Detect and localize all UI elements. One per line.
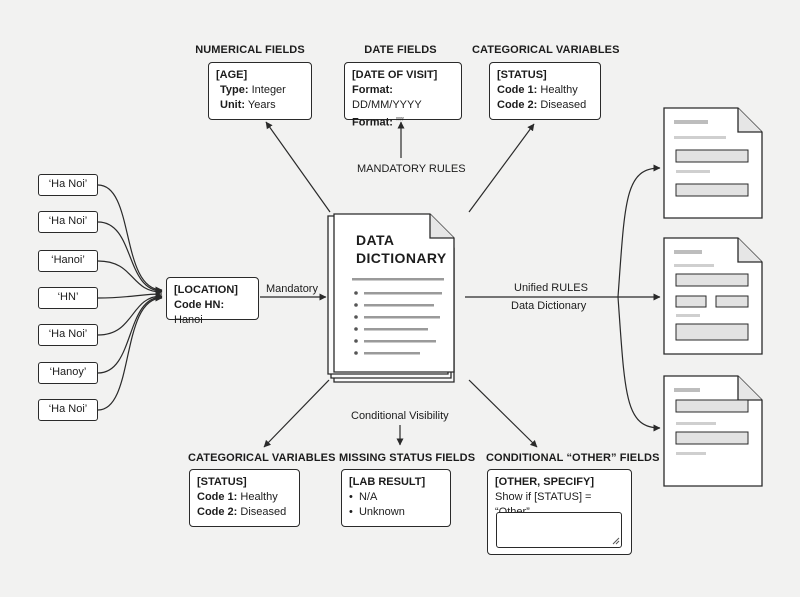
card-key: Format:: [352, 84, 393, 96]
status-card-bottom: [STATUS] Code 1: Healthy Code 2: Disease…: [189, 469, 300, 527]
resize-handle-icon: [612, 537, 620, 545]
input-value: ‘Ha Noi’: [38, 324, 98, 346]
categorical-variables-heading-bottom: CATEGORICAL VARIABLES: [188, 452, 336, 464]
input-value: ‘Ha Noi’: [38, 211, 98, 233]
input-connector: [97, 292, 163, 336]
card-key: Unit:: [220, 99, 246, 111]
card-value: Healthy: [540, 84, 578, 96]
card-value: Hanoi: [174, 314, 203, 326]
card-title: [DATE OF VISIT]: [352, 69, 438, 81]
card-value: Healthy: [240, 491, 278, 503]
conditional-visibility-label: Conditional Visibility: [351, 410, 449, 422]
arrow-to-other: [468, 379, 538, 448]
input-connector: [97, 221, 163, 295]
input-connector: [97, 294, 163, 411]
output-connector: [617, 296, 661, 432]
numerical-fields-heading: NUMERICAL FIELDS: [195, 44, 305, 56]
conditional-other-heading: CONDITIONAL “OTHER” FIELDS: [486, 452, 660, 464]
card-value: Diseased: [240, 506, 287, 518]
card-key: Code 1:: [197, 491, 238, 503]
missing-status-heading: MISSING STATUS FIELDS: [339, 452, 476, 464]
unified-rules-label: Unified RULES: [514, 282, 588, 294]
output-form-document: [663, 107, 763, 219]
mandatory-label: Mandatory: [266, 283, 318, 295]
bullet-item: Unknown: [358, 506, 405, 518]
card-key: Format:: [352, 116, 393, 129]
data-dictionary-title: DATA DICTIONARY: [356, 231, 447, 267]
data-dictionary-document: [327, 213, 455, 383]
arrow-to-categorical-top: [468, 123, 535, 213]
data-dictionary-label: Data Dictionary: [511, 300, 587, 312]
output-form-document: [663, 237, 763, 355]
mandatory-rules-label: MANDATORY RULES: [357, 163, 466, 175]
card-value: ᵞᵞᵞᵞ: [396, 117, 404, 123]
card-key: Code 2:: [497, 99, 538, 111]
document-lines: [352, 278, 444, 355]
card-key: Code 2:: [197, 506, 238, 518]
input-value: ‘HN’: [38, 287, 98, 309]
bullet-item: N/A: [358, 491, 378, 503]
card-value: DD/MM/YYYY: [352, 99, 422, 111]
age-card: [AGE] Type: Integer Unit: Years: [208, 62, 312, 120]
input-connector: [97, 293, 163, 374]
doc-title-line: DATA: [356, 232, 395, 248]
arrow-to-numerical: [265, 121, 331, 213]
input-connector: [97, 184, 163, 294]
card-value: Years: [247, 99, 276, 111]
card-title: [STATUS]: [497, 69, 547, 81]
input-value: ‘Ha Noi’: [38, 174, 98, 196]
card-key: Code HN:: [174, 299, 225, 311]
arrow-to-categorical-bottom: [263, 379, 330, 448]
card-title: [STATUS]: [197, 476, 247, 488]
card-title: [LAB RESULT]: [349, 476, 426, 488]
doc-title-line: DICTIONARY: [356, 250, 447, 266]
location-card: [LOCATION] Code HN: Hanoi: [166, 277, 259, 326]
input-value: ‘Hanoy’: [38, 362, 98, 384]
status-card-top: [STATUS] Code 1: Healthy Code 2: Disease…: [489, 62, 601, 120]
card-key: Code 1:: [497, 84, 538, 96]
input-connector: [97, 260, 163, 296]
categorical-variables-heading-top: CATEGORICAL VARIABLES: [472, 44, 620, 56]
card-value: Integer: [251, 84, 286, 96]
lab-result-card: [LAB RESULT] • N/A • Unknown: [341, 469, 451, 527]
input-value: ‘Hanoi’: [38, 250, 98, 272]
card-key: Type:: [220, 84, 249, 96]
date-of-visit-card: [DATE OF VISIT] Format: DD/MM/YYYY Forma…: [344, 62, 462, 129]
card-value: Diseased: [540, 99, 587, 111]
other-text-field[interactable]: [496, 512, 622, 548]
input-value: ‘Ha Noi’: [38, 399, 98, 421]
card-title: [OTHER, SPECIFY]: [495, 476, 595, 488]
output-connector: [617, 164, 661, 298]
card-title: [LOCATION]: [174, 284, 238, 296]
other-specify-card: [OTHER, SPECIFY] Show if [STATUS] = “Oth…: [487, 469, 632, 555]
date-fields-heading: DATE FIELDS: [364, 44, 437, 56]
output-form-document: [663, 375, 763, 487]
card-title: [AGE]: [216, 69, 248, 81]
